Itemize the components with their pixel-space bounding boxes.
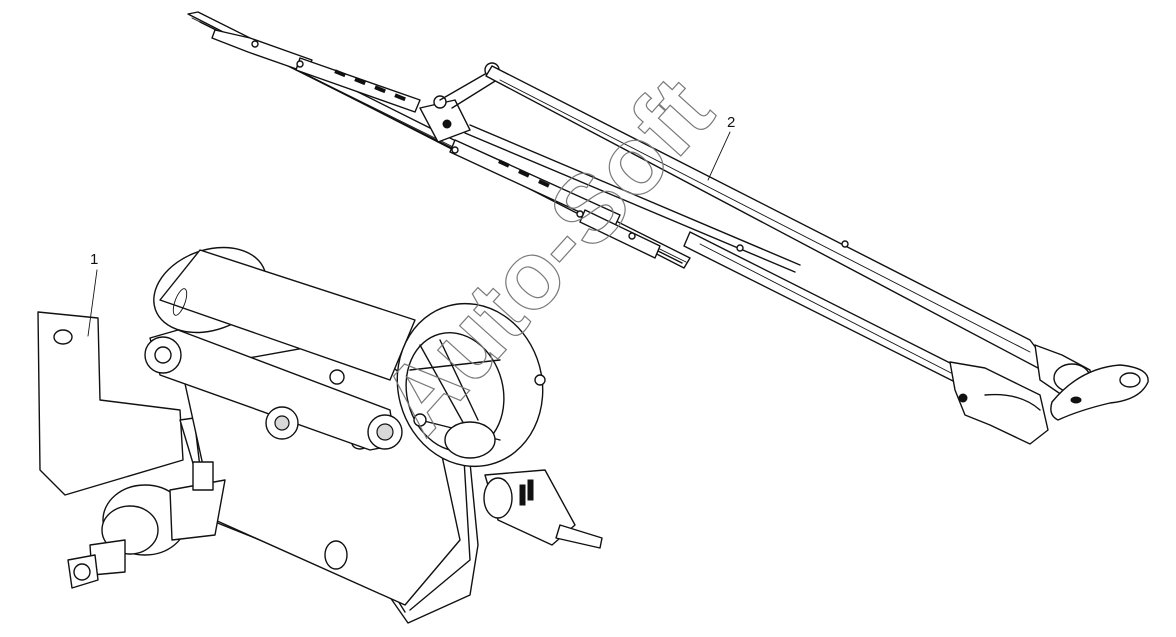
leader-line-1 <box>87 269 98 337</box>
callout-1: 1 <box>87 251 98 337</box>
blade-slots <box>334 69 550 188</box>
callout-label-1: 1 <box>90 251 98 268</box>
callout-label-2: 2 <box>727 114 735 131</box>
callout-2: 2 <box>707 114 735 181</box>
leader-line-2 <box>707 131 731 181</box>
wiper-blade-assembly <box>187 11 1149 445</box>
wiper-motor-assembly <box>37 246 603 624</box>
